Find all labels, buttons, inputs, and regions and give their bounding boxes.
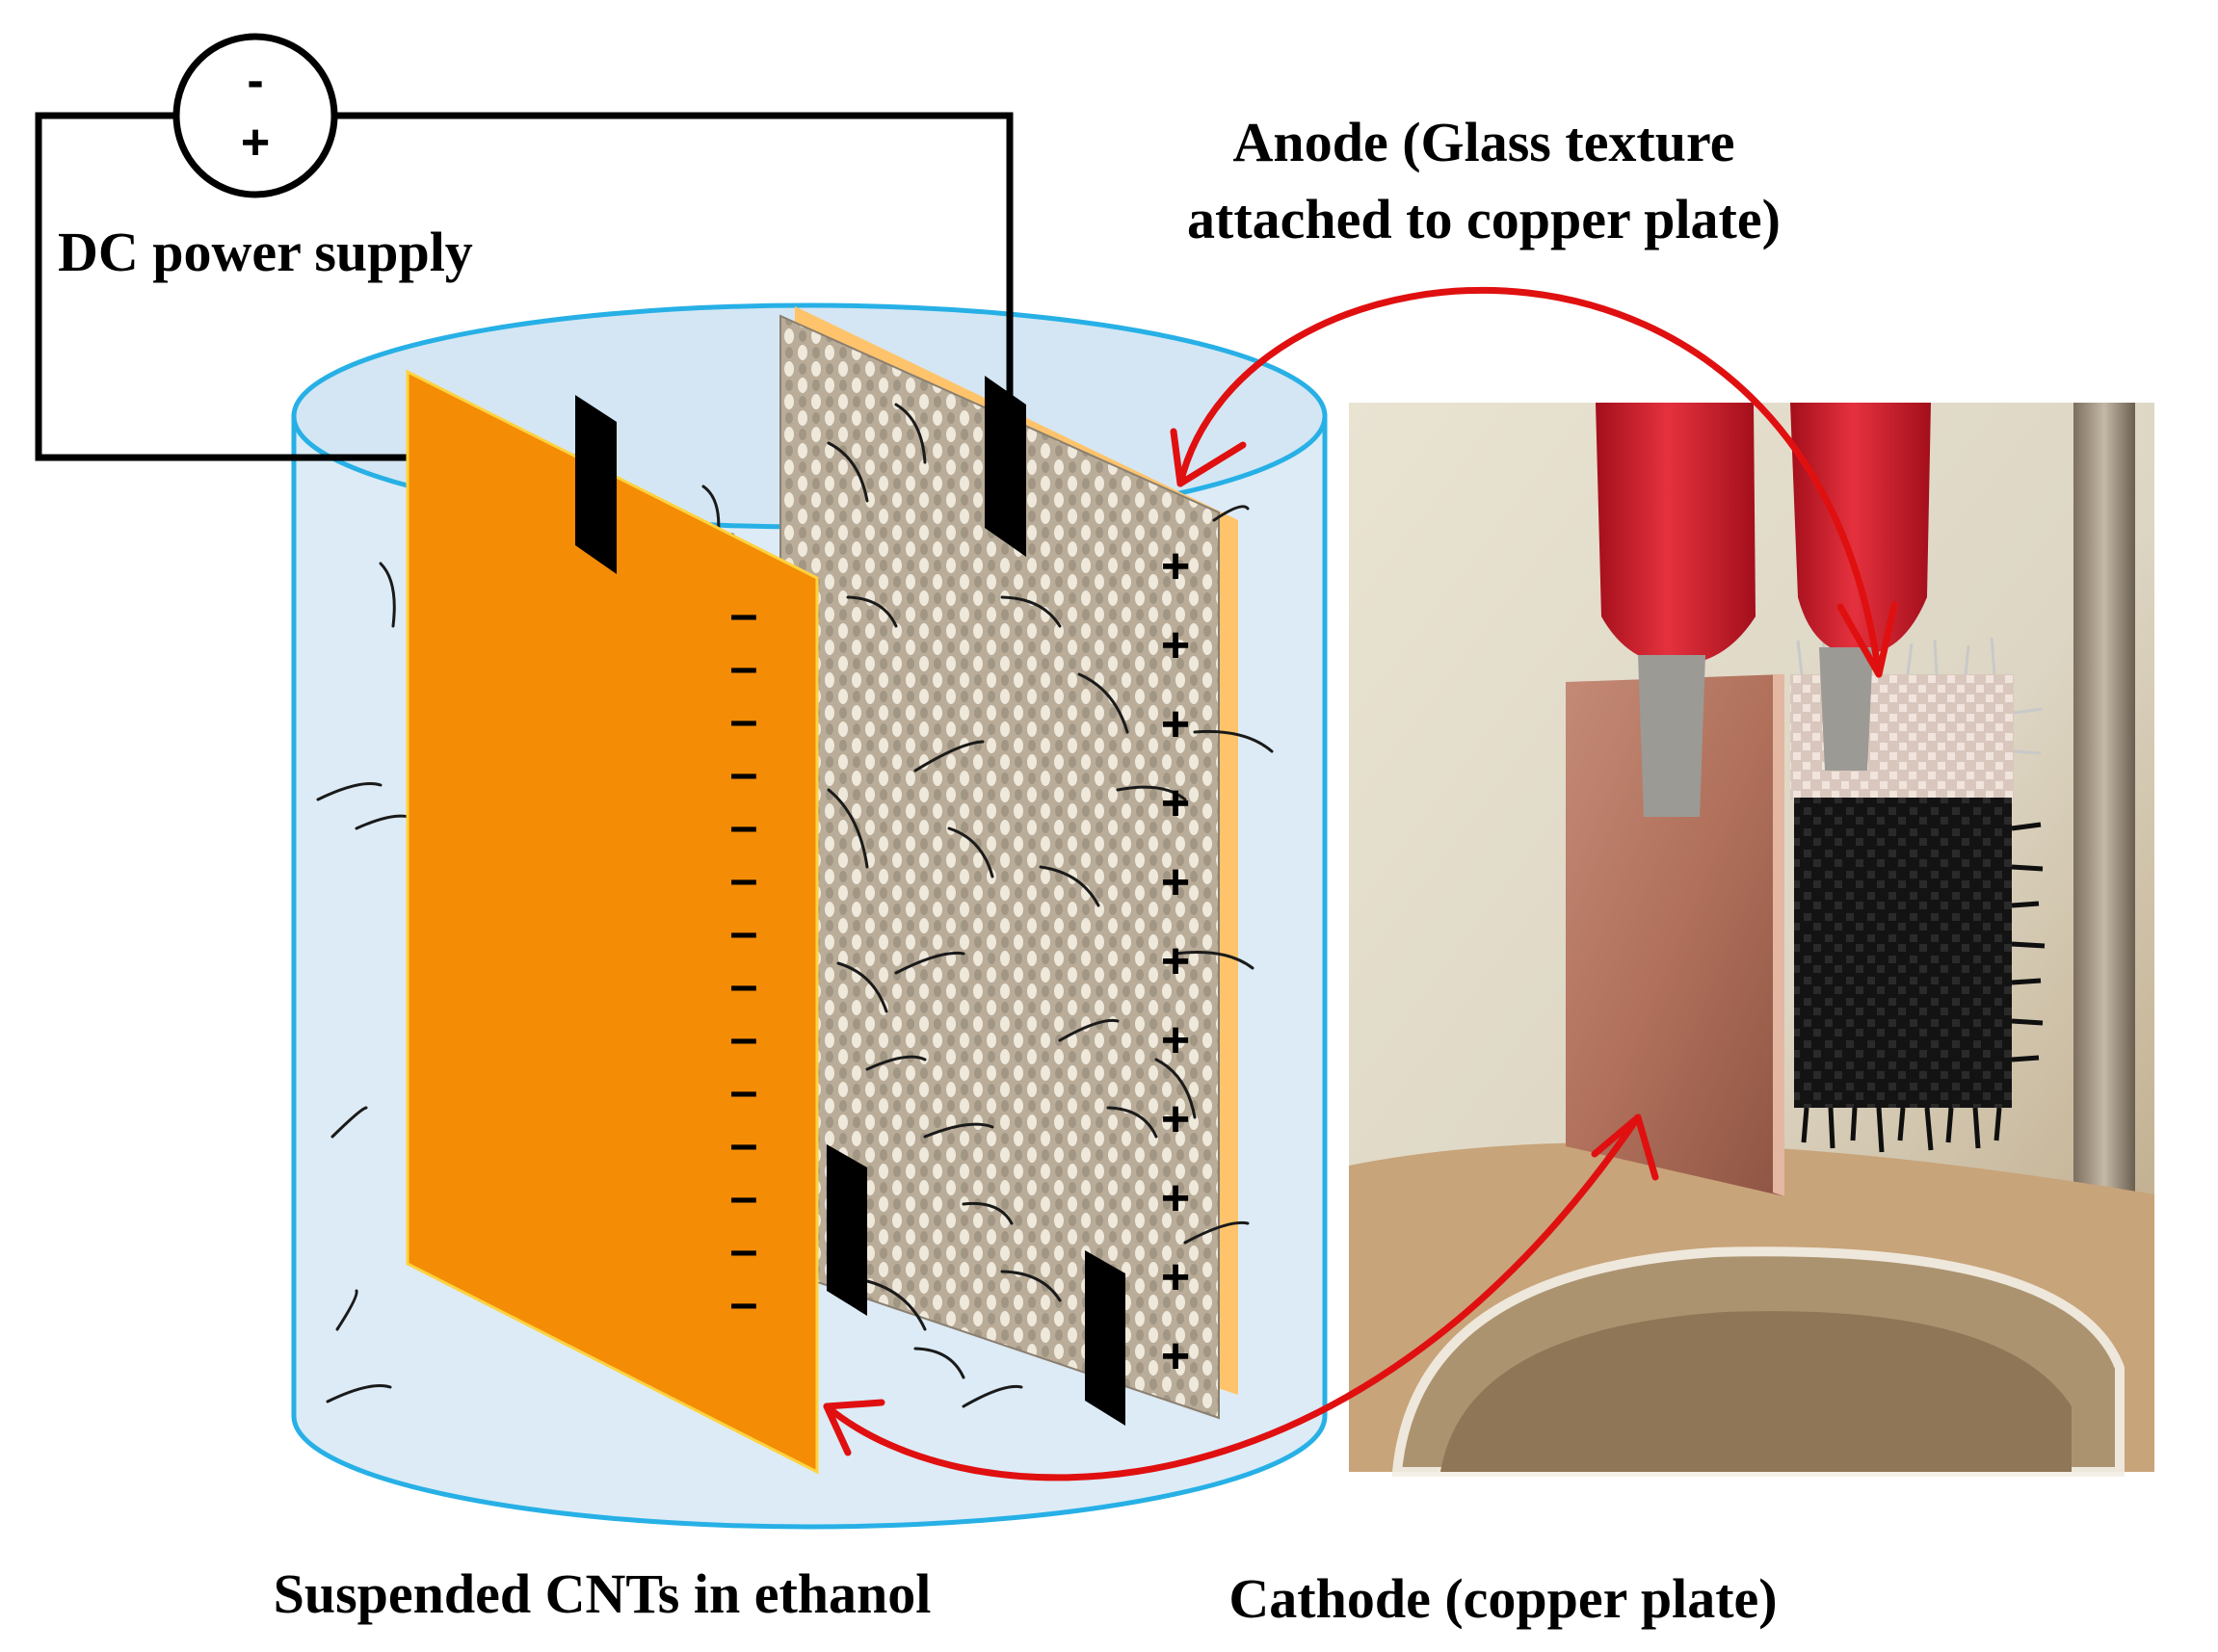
lab-stand-pole — [2073, 403, 2135, 1337]
cathode-clamp-bottom — [827, 1144, 867, 1316]
cathode-minus-sign: – — [729, 693, 758, 748]
cnt-fibre — [1000, 595, 1062, 628]
cathode-minus-sign: – — [729, 746, 758, 801]
anode-assembly — [779, 306, 1238, 1420]
left-clip-jaw — [1638, 655, 1705, 817]
anode-plus-sign: + — [1160, 854, 1191, 910]
cathode-minus-sign: – — [729, 1222, 758, 1278]
cathode-minus-sign: – — [729, 1169, 758, 1225]
cathode-arrow — [823, 1114, 1642, 1482]
right-red-clip — [1790, 403, 1931, 655]
cnt-fibre — [947, 826, 994, 878]
cathode-minus-sign: – — [729, 957, 758, 1013]
cnt-fibre — [865, 1279, 927, 1331]
cathode-clamp-top — [575, 395, 617, 574]
anode-plus-sign: + — [1160, 1249, 1191, 1305]
cnt-fibre — [1154, 1058, 1197, 1119]
left-red-clip — [1596, 403, 1756, 665]
anode-arrow-head-left — [1170, 428, 1247, 487]
cathode-minus-sign: – — [729, 852, 758, 907]
cnt-fibre — [962, 1201, 1014, 1225]
cnt-fibre — [335, 1289, 358, 1331]
anode-plus-sign: + — [1160, 1091, 1191, 1147]
cnt-coated-fabric — [1794, 798, 2012, 1108]
beaker-inner — [1440, 1311, 2072, 1472]
cnt-fibre — [962, 1384, 1023, 1408]
cathode-minus-sign: – — [729, 1010, 758, 1066]
power-supply-symbol — [172, 33, 338, 198]
power-supply-positive-sign: + — [240, 115, 271, 170]
cathode-minus-sign: – — [729, 587, 758, 642]
cnt-fibre — [1039, 865, 1100, 907]
cnt-fibre — [894, 403, 927, 464]
cnt-fibre — [379, 562, 396, 628]
cnt-fibre — [1000, 1270, 1062, 1302]
anode-clamp-top — [985, 376, 1026, 557]
cnt-fibre — [846, 595, 898, 628]
anode-plus-sign: + — [1160, 1328, 1191, 1384]
cnt-fibre — [316, 781, 383, 801]
cathode-minus-sign: – — [729, 640, 758, 695]
cnt-fibre — [1193, 729, 1274, 753]
cathode-arrow-head-left — [823, 1399, 885, 1456]
cathode-minus-sign: – — [729, 799, 758, 854]
electrode-clamps — [575, 376, 1125, 1426]
cnt-fibre — [1183, 1220, 1250, 1245]
cnt-fibre — [865, 1055, 927, 1071]
anode-plus-sign: + — [1160, 775, 1191, 831]
cathode-minus-sign: – — [729, 905, 758, 960]
cnt-fibre — [1058, 1018, 1120, 1042]
suspended-cnts-label: Suspended CNTs in ethanol — [273, 1562, 932, 1625]
cathode-label: Cathode (copper plate) — [1228, 1567, 1778, 1630]
cnt-fibre — [923, 1122, 994, 1139]
cnt-fibre — [330, 1106, 368, 1139]
anode-plus-sign: + — [1160, 1012, 1191, 1068]
cnt-fibre — [913, 740, 985, 773]
power-supply-negative-sign: - — [247, 53, 264, 109]
cnt-fibre — [836, 961, 888, 1013]
cathode-minus-sign: – — [729, 1063, 758, 1119]
anode-arrow — [1176, 286, 1883, 678]
anode-plus-sign: + — [1160, 696, 1191, 752]
cnt-fibre — [827, 788, 869, 869]
cnt-fibre — [827, 441, 869, 503]
cnt-fibre — [1077, 672, 1129, 734]
anode-arrow-head-right — [1836, 601, 1898, 678]
circuit-wire — [35, 112, 1014, 461]
anode-plus-sign: + — [1160, 617, 1191, 673]
cathode-minus-sign: – — [729, 1275, 758, 1331]
copper-plate-photo — [1566, 674, 1784, 1196]
anode-plus-sign: + — [1160, 538, 1191, 594]
cnt-fibre — [1174, 951, 1254, 970]
anode-label-line-2: attached to copper plate) — [1187, 188, 1781, 250]
cnt-fibre — [913, 1347, 965, 1379]
cathode-minus-sign: – — [729, 1116, 758, 1172]
cnt-fibre — [326, 1383, 392, 1403]
anode-plus-sign: + — [1160, 1170, 1191, 1226]
cnt-fibre — [1106, 1106, 1158, 1139]
dc-power-supply — [172, 33, 338, 198]
cnt-fibre — [894, 951, 965, 975]
anode-plus-sign: + — [1160, 933, 1191, 989]
anode-clamp-bottom — [1085, 1250, 1125, 1426]
cnt-fibre — [1116, 785, 1187, 801]
cnt-fibre — [1212, 505, 1250, 522]
anode-label-line-1: Anode (Glass texture — [1232, 111, 1735, 173]
dc-power-supply-label: DC power supply — [58, 221, 473, 283]
cathode-arrow-head-right — [1591, 1114, 1659, 1181]
anode-label: Anode (Glass texture attached to copper … — [1118, 104, 1850, 258]
right-clip-jaw — [1819, 647, 1873, 771]
copper-plate-edge — [1773, 674, 1784, 1196]
cnt-coated-fringe — [1801, 822, 2046, 1153]
cathode-copper-plate — [406, 369, 819, 1475]
arrows — [823, 286, 1898, 1482]
glass-fabric-texture — [780, 316, 1219, 1418]
